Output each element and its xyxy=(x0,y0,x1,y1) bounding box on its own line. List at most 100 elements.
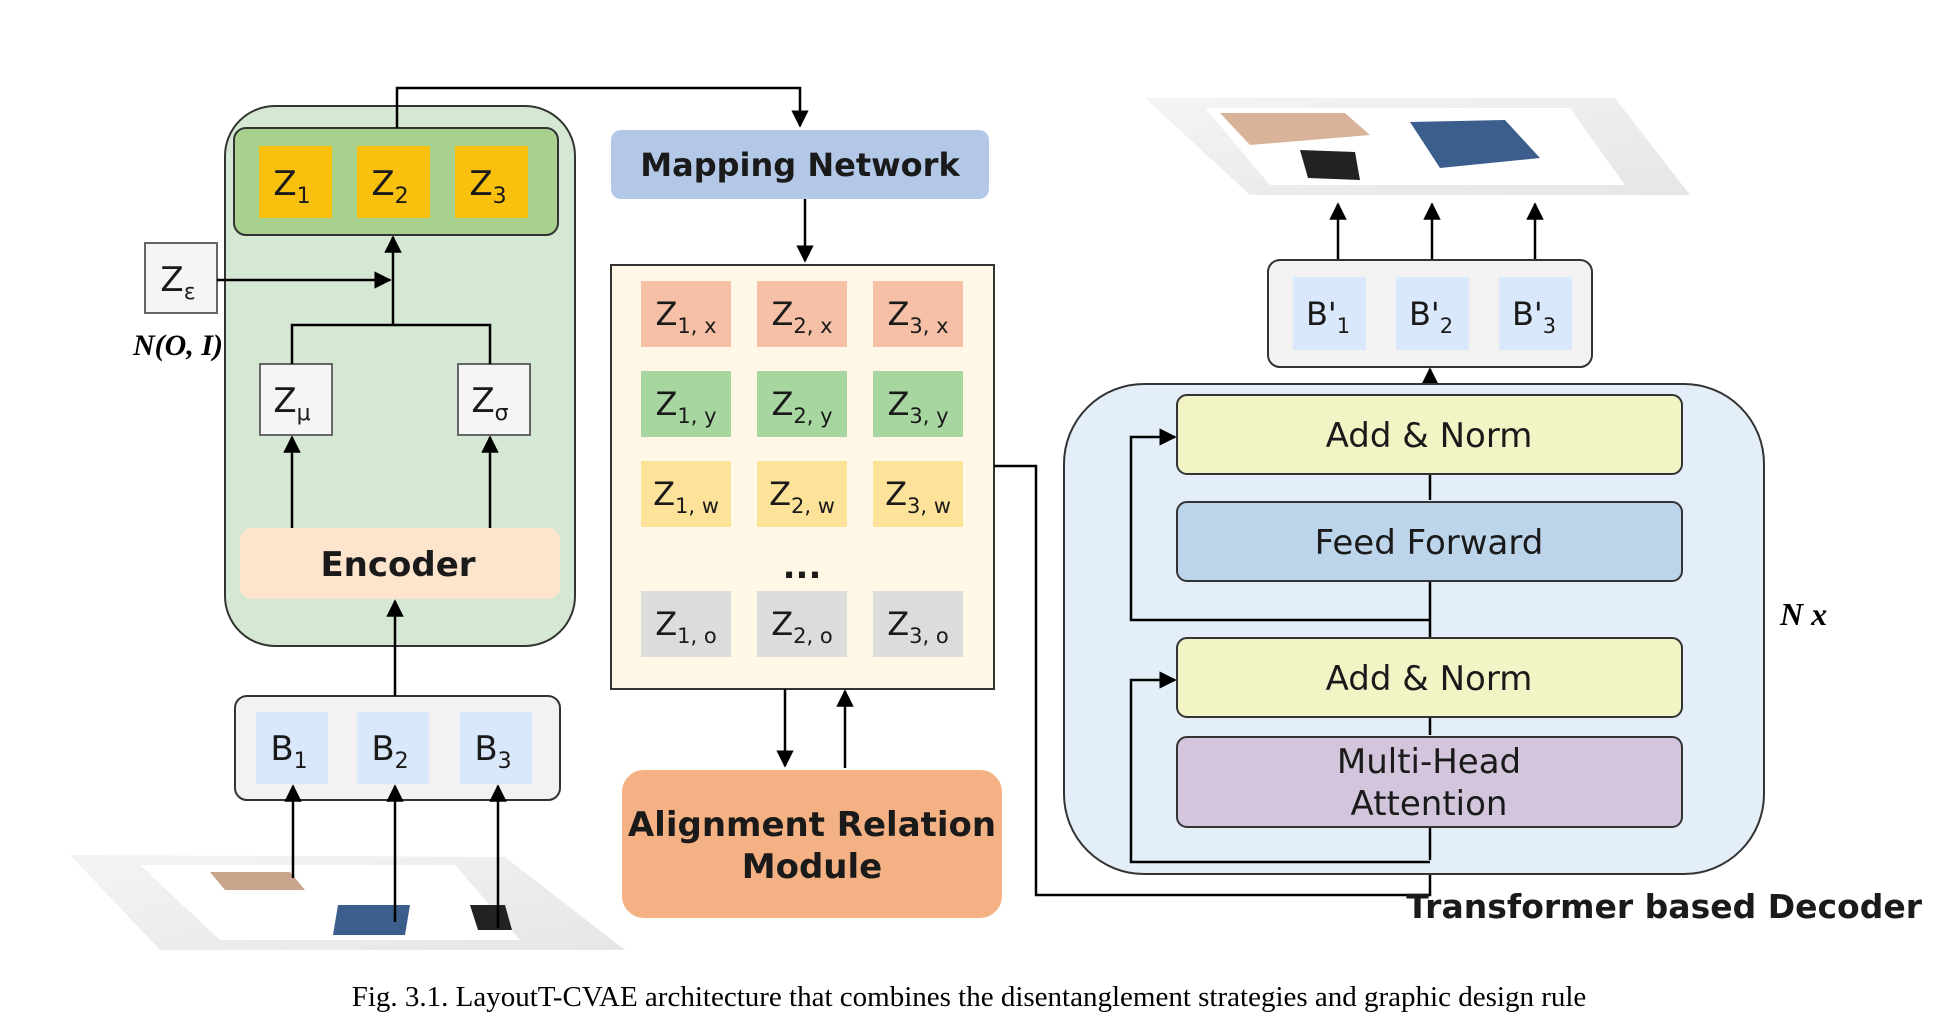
output-b3-sub: 3 xyxy=(1543,314,1556,338)
grid-cell xyxy=(873,591,963,657)
latent-z1-main: Z xyxy=(273,164,296,204)
add-norm-top xyxy=(1176,394,1683,475)
z-sigma-sub: σ xyxy=(495,401,509,426)
grid-cell-label: Z3, o xyxy=(887,605,948,648)
svg-text:Zε: Zε xyxy=(160,260,195,305)
grid-cell-label: Z3, x xyxy=(887,295,948,338)
add-norm-bottom-label: Add & Norm xyxy=(1326,659,1533,699)
grid-cell-label: Z2, y xyxy=(771,385,832,428)
z-sigma-box xyxy=(457,363,531,436)
svg-text:Z2: Z2 xyxy=(371,164,408,209)
input-b3-cell xyxy=(460,712,532,784)
output-b3-cell xyxy=(1499,277,1572,350)
alignment-relation-module xyxy=(622,770,1002,918)
output-b1-main: B' xyxy=(1306,295,1337,333)
noise-label: N(O, I) xyxy=(132,329,223,362)
svg-text:Zσ: Zσ xyxy=(471,381,508,426)
z-mu-main: Z xyxy=(273,381,296,421)
encoder-container xyxy=(224,105,576,647)
grid-cell xyxy=(641,371,731,437)
output-b1-sub: 1 xyxy=(1337,314,1350,338)
svg-text:B'1: B'1 xyxy=(1306,295,1350,338)
add-norm-top-label: Add & Norm xyxy=(1326,416,1533,456)
output-poster-image xyxy=(1145,98,1690,195)
latent-z1-sub: 1 xyxy=(297,184,311,209)
svg-text:Zμ: Zμ xyxy=(273,381,310,426)
grid-cell xyxy=(757,371,847,437)
input-b1-cell xyxy=(256,712,328,784)
grid-cell xyxy=(757,461,847,527)
mapping-network-box xyxy=(611,130,989,199)
svg-text:B2: B2 xyxy=(371,729,408,774)
latent-z2-cell xyxy=(357,146,430,218)
grid-cell-label: Z1, x xyxy=(655,295,716,338)
disentangled-grid-cells: Z1, x Z2, x Z3, x Z1, y Z2, y Z3, y Z1, w Z2, w… xyxy=(641,281,963,657)
latent-z3-cell xyxy=(455,146,528,218)
latent-z3-main: Z xyxy=(469,164,492,204)
multi-head-attention xyxy=(1176,736,1683,828)
z-epsilon-main: Z xyxy=(160,260,183,300)
grid-cell xyxy=(641,461,731,527)
grid-cell xyxy=(757,281,847,347)
residual-bottom xyxy=(1129,671,1430,864)
input-b2-sub: 2 xyxy=(395,749,409,774)
z-mu-sub: μ xyxy=(297,401,311,426)
svg-text:B1: B1 xyxy=(270,729,307,774)
grid-ellipsis: ... xyxy=(783,547,822,587)
grid-cell xyxy=(641,591,731,657)
input-b1-sub: 1 xyxy=(294,749,308,774)
grid-cell-label: Z3, w xyxy=(885,475,951,518)
svg-text:B'2: B'2 xyxy=(1409,295,1453,338)
latent-z3-sub: 3 xyxy=(493,184,507,209)
input-b3-sub: 3 xyxy=(498,749,512,774)
grid-cell xyxy=(757,591,847,657)
output-b2-cell xyxy=(1396,277,1469,350)
z-epsilon-box xyxy=(144,242,218,314)
grid-cell-label: Z1, y xyxy=(655,385,716,428)
grid-cell xyxy=(873,281,963,347)
feed-forward-label: Feed Forward xyxy=(1315,523,1544,563)
svg-text:B'3: B'3 xyxy=(1512,295,1556,338)
output-b2-main: B' xyxy=(1409,295,1440,333)
line-zmu-zsigma-join xyxy=(290,323,492,364)
svg-text:Z3: Z3 xyxy=(469,164,506,209)
repeat-label: N x xyxy=(1779,596,1827,632)
svg-text:Z1: Z1 xyxy=(273,164,310,209)
input-b2-cell xyxy=(357,712,429,784)
alignment-label-line2: Module xyxy=(742,847,882,887)
z-mu-box xyxy=(259,363,333,436)
attention-label-line1: Multi-Head xyxy=(1337,742,1521,782)
line-grid-to-decoder xyxy=(994,464,1432,897)
latent-z1-cell xyxy=(259,146,332,218)
encoder-box xyxy=(240,528,560,599)
z-epsilon-sub: ε xyxy=(184,280,196,305)
attention-label-line2: Attention xyxy=(1351,784,1508,824)
alignment-label-line1: Alignment Relation xyxy=(628,805,996,845)
input-b2-main: B xyxy=(371,729,394,769)
grid-cell-label: Z2, x xyxy=(771,295,832,338)
grid-cell-label: Z1, o xyxy=(655,605,716,648)
grid-cell-label: Z1, w xyxy=(653,475,719,518)
input-poster-image xyxy=(70,855,625,950)
latent-z2-main: Z xyxy=(371,164,394,204)
svg-text:B3: B3 xyxy=(474,729,511,774)
decoder-title: Transformer based Decoder xyxy=(1406,887,1922,926)
arrow-latents-to-mapping xyxy=(395,86,809,128)
feed-forward xyxy=(1176,501,1683,582)
figure-caption: Fig. 3.1. LayoutT-CVAE architecture that… xyxy=(352,981,1587,1013)
encoder-label: Encoder xyxy=(320,545,475,585)
output-b3-main: B' xyxy=(1512,295,1543,333)
grid-cell xyxy=(873,461,963,527)
output-b2-sub: 2 xyxy=(1440,314,1453,338)
grid-cell xyxy=(641,281,731,347)
latent-z2-sub: 2 xyxy=(395,184,409,209)
latent-cells: Z1 Z2 Z3 xyxy=(259,146,528,218)
grid-cell xyxy=(873,371,963,437)
grid-cell-label: Z2, w xyxy=(769,475,835,518)
input-b3-main: B xyxy=(474,729,497,769)
mapping-network-label: Mapping Network xyxy=(640,146,960,184)
input-b1-main: B xyxy=(270,729,293,769)
grid-cell-label: Z3, y xyxy=(887,385,948,428)
residual-top xyxy=(1129,428,1430,622)
